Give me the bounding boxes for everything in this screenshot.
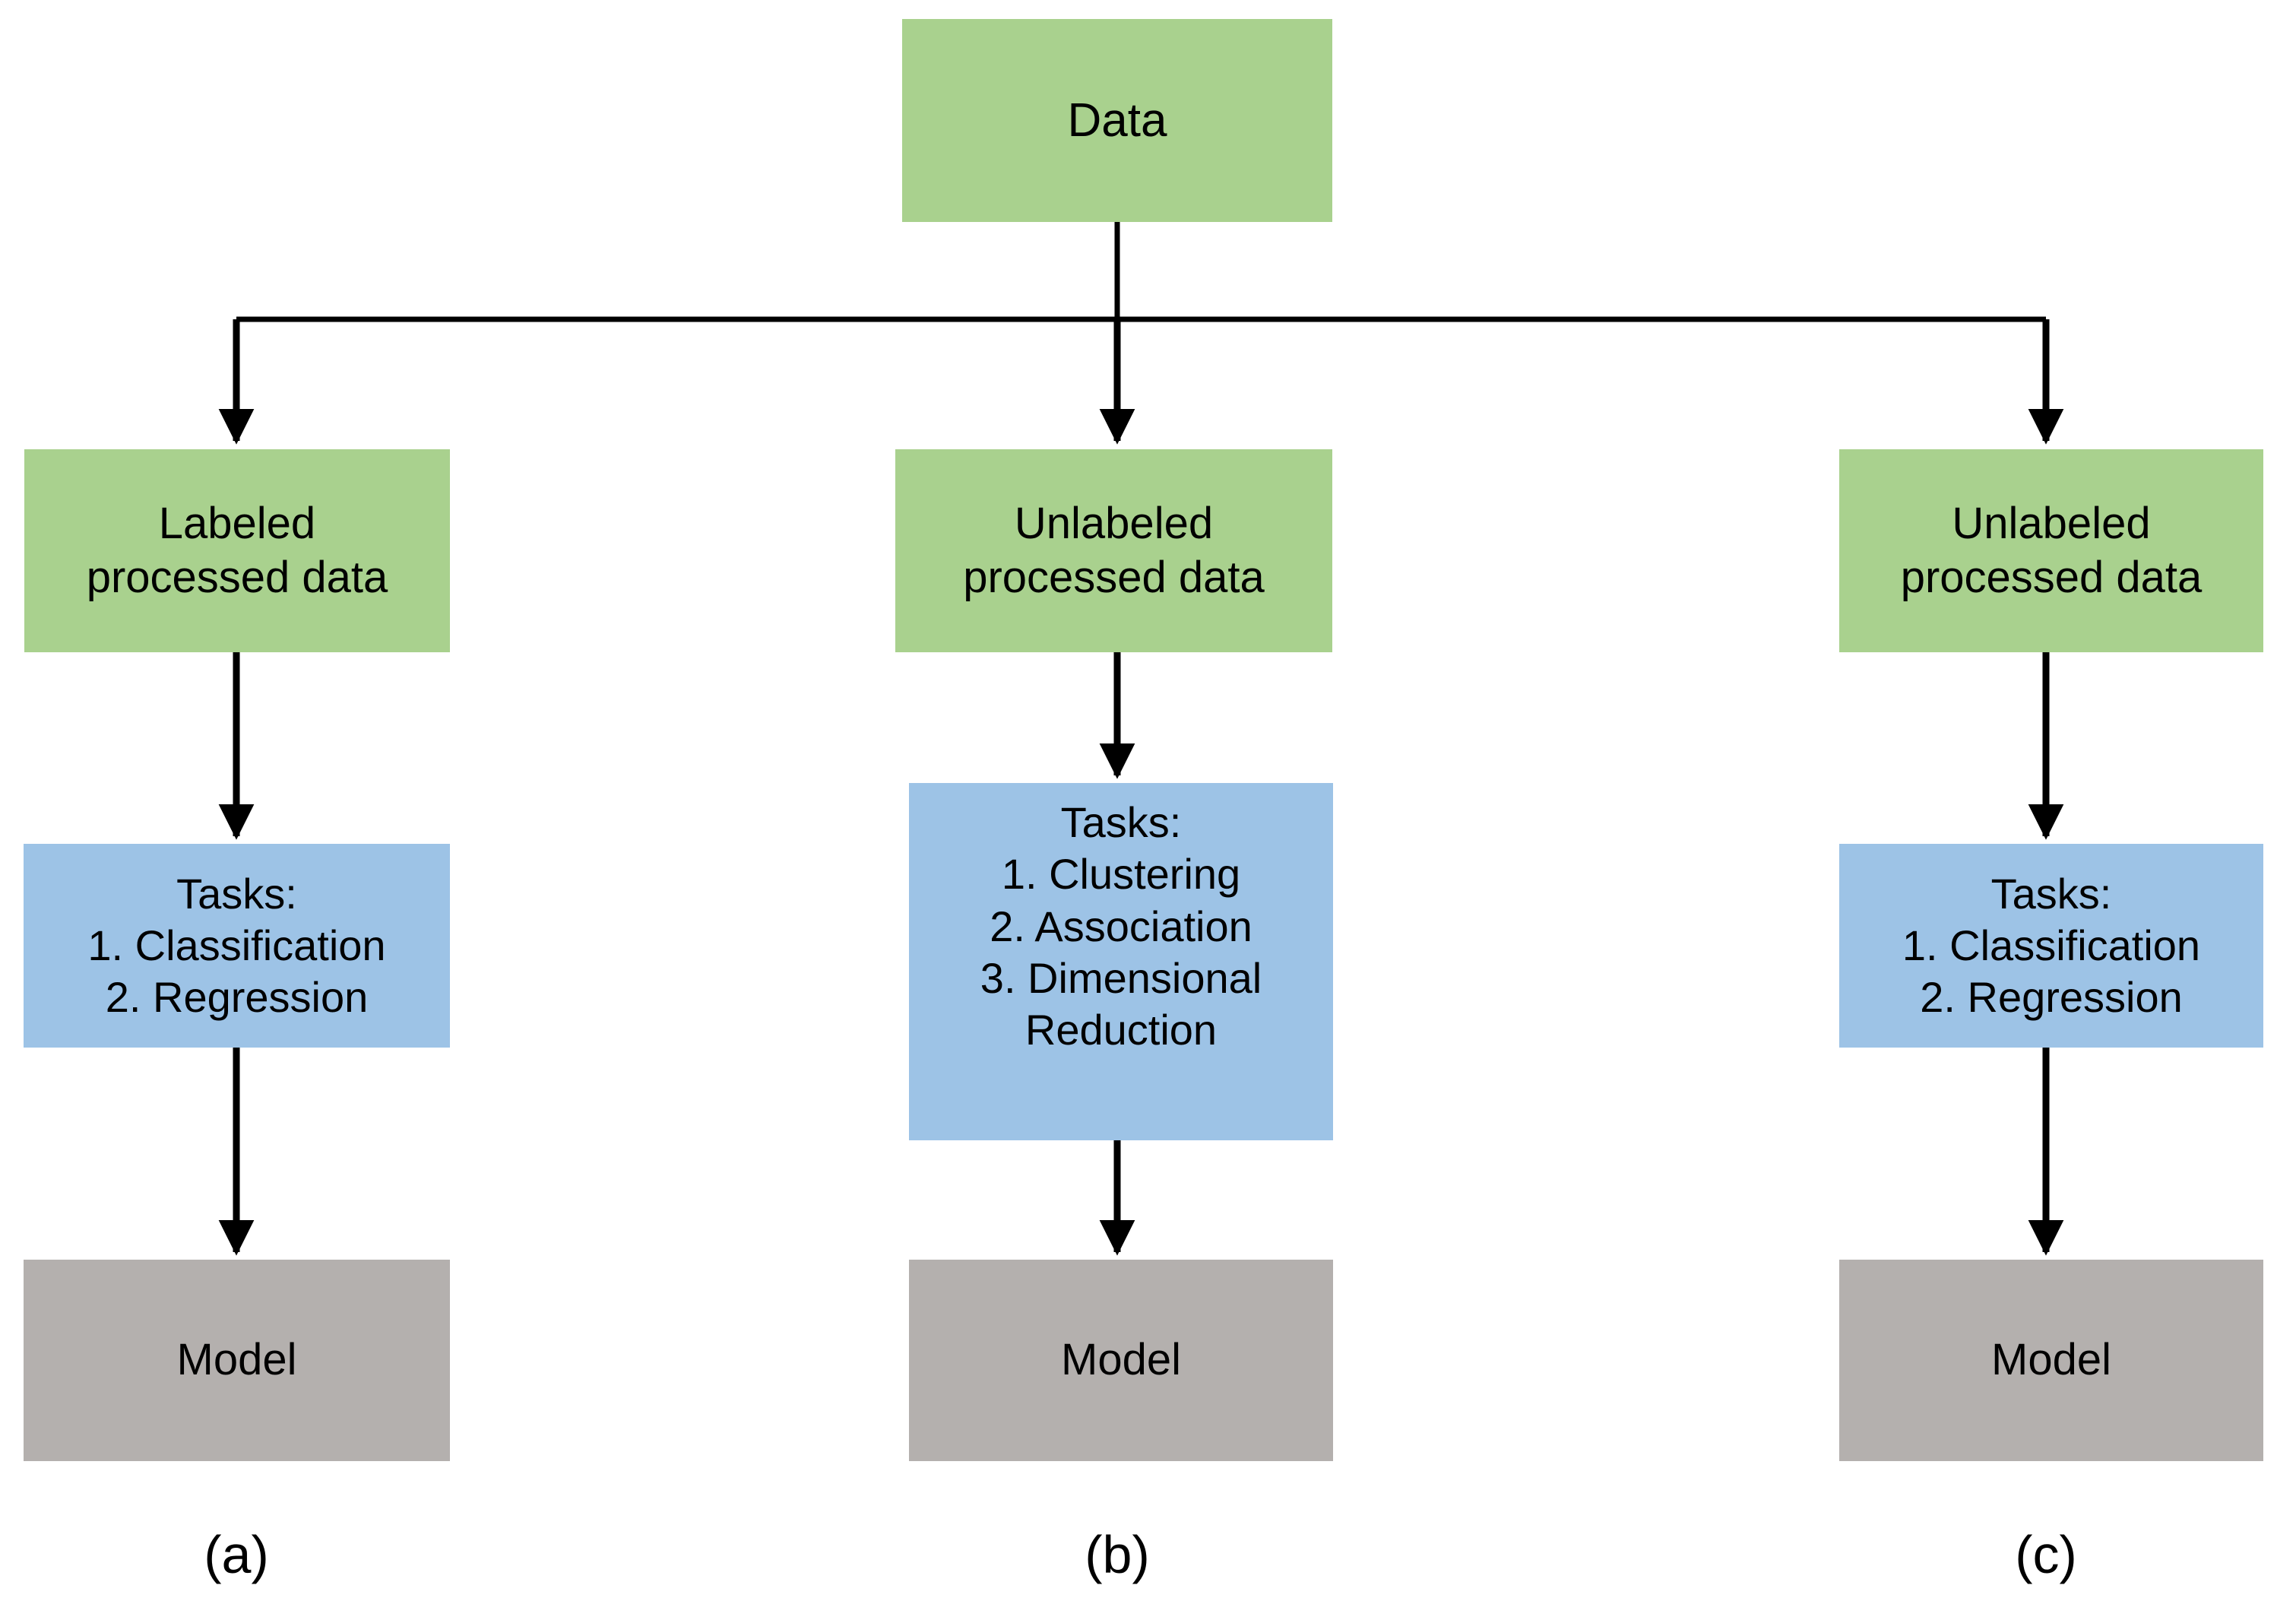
node-model-a-label: Model (176, 1335, 297, 1385)
node-model-c-label: Model (1991, 1335, 2111, 1385)
node-model-c[interactable]: Model (1839, 1260, 2263, 1461)
node-data-root-label: Data (1067, 94, 1167, 147)
node-tasks-b-item-3-cont: Reduction (1024, 1006, 1218, 1054)
node-tasks-a-item-2: 2. Regression (105, 973, 369, 1022)
node-model-b[interactable]: Model (909, 1260, 1333, 1461)
node-tasks-b-header: Tasks: (1060, 798, 1182, 846)
node-processed-data-c-label: Unlabeled processed data (1900, 498, 2203, 602)
node-tasks-c[interactable]: Tasks: 1. Classification 2. Regression (1839, 844, 2263, 1048)
node-tasks-b-item-3: 3. Dimensional (980, 953, 1262, 1002)
node-tasks-b[interactable]: Tasks: 1. Clustering 2. Association 3. D… (909, 783, 1333, 1140)
caption-a: (a) (204, 1525, 269, 1584)
node-processed-data-a-label: Labeled processed data (86, 498, 388, 602)
node-data-root[interactable]: Data (902, 19, 1332, 222)
node-processed-data-c[interactable]: Unlabeled processed data (1839, 449, 2263, 652)
node-tasks-c-header: Tasks: (1990, 869, 2112, 918)
node-model-b-label: Model (1061, 1335, 1181, 1385)
caption-c: (c) (2015, 1525, 2077, 1584)
node-tasks-a-item-1: 1. Classification (87, 921, 386, 969)
node-tasks-a[interactable]: Tasks: 1. Classification 2. Regression (24, 844, 450, 1048)
node-tasks-b-item-1: 1. Clustering (1001, 850, 1241, 899)
node-tasks-c-item-1: 1. Classification (1902, 921, 2201, 969)
node-processed-data-b[interactable]: Unlabeled processed data (895, 449, 1332, 652)
node-tasks-c-item-2: 2. Regression (1920, 973, 2183, 1022)
node-tasks-b-item-2: 2. Association (990, 902, 1253, 950)
node-tasks-a-header: Tasks: (176, 869, 297, 918)
node-model-a[interactable]: Model (24, 1260, 450, 1461)
caption-b: (b) (1085, 1525, 1150, 1584)
node-processed-data-b-label: Unlabeled processed data (963, 498, 1265, 602)
node-processed-data-a[interactable]: Labeled processed data (24, 449, 450, 652)
